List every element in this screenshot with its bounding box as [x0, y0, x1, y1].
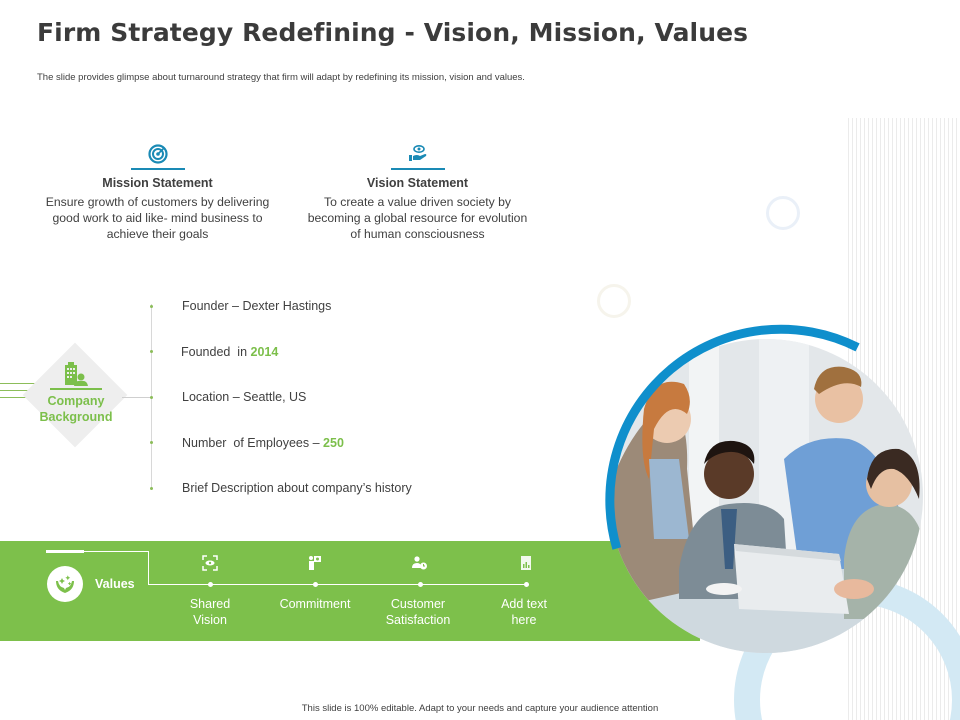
- bullet-dot: [150, 441, 153, 444]
- company-background-lines: [0, 383, 40, 404]
- fact-text: Founded in: [181, 345, 251, 359]
- fact-highlight: 2014: [250, 345, 279, 359]
- user-clock-icon: [412, 556, 427, 570]
- timeline-dot: [208, 582, 213, 587]
- decorative-ring-beige: [597, 284, 631, 318]
- fact-text: Number of Employees –: [182, 436, 324, 450]
- value-shared-vision: Shared Vision: [160, 596, 260, 628]
- value-label-line: here: [511, 613, 537, 627]
- company-fact-employees: Number of Employees – 250: [182, 436, 344, 450]
- label-line: Background: [39, 410, 113, 424]
- value-label-line: Add text: [501, 597, 547, 611]
- value-customer-satisfaction: Customer Satisfaction: [368, 596, 468, 628]
- values-accent-bar: [46, 550, 84, 553]
- value-commitment: Commitment: [265, 596, 365, 612]
- value-label-line: Shared: [189, 597, 231, 611]
- fact-text: Founder – Dexter Hastings: [182, 299, 332, 313]
- blue-accent-arc: [605, 324, 860, 550]
- vision-line: becoming a global resource for evolution: [307, 211, 528, 225]
- decorative-ring-blue: [766, 196, 800, 230]
- value-label-line: Commitment: [279, 597, 351, 611]
- mission-statement-card: Mission Statement Ensure growth of custo…: [35, 143, 280, 242]
- document-chart-icon: [521, 556, 531, 570]
- value-add-text: Add text here: [474, 596, 574, 628]
- value-label-line: Satisfaction: [385, 613, 451, 627]
- eye-scan-icon: [202, 555, 218, 571]
- bullet-dot: [150, 487, 153, 490]
- connector-line: [122, 397, 152, 398]
- vision-underline: [390, 168, 445, 170]
- fact-text: Brief Description about company’s histor…: [182, 481, 412, 495]
- vision-line: of human consciousness: [350, 227, 485, 241]
- footer-note: This slide is 100% editable. Adapt to yo…: [301, 703, 659, 714]
- building-person-icon: [65, 362, 88, 386]
- timeline-dot: [313, 582, 318, 587]
- company-fact-founder: Founder – Dexter Hastings: [182, 299, 331, 313]
- timeline-dot: [524, 582, 529, 587]
- company-fact-founded: Founded in 2014: [181, 345, 278, 359]
- page-subtitle: The slide provides glimpse about turnaro…: [37, 72, 525, 83]
- target-icon: [147, 144, 168, 164]
- vision-line: To create a value driven society by: [324, 195, 511, 209]
- eye-hand-icon: [408, 144, 426, 161]
- team-photo: [609, 339, 923, 653]
- mission-body: Ensure growth of customers by delivering…: [35, 194, 280, 242]
- bullet-dot: [150, 305, 153, 308]
- vision-statement-card: Vision Statement To create a value drive…: [295, 143, 540, 242]
- team-meeting-image: [609, 339, 923, 653]
- fact-highlight: 250: [323, 436, 344, 450]
- value-label-line: Vision: [193, 613, 227, 627]
- page-title: Firm Strategy Redefining - Vision, Missi…: [37, 18, 749, 47]
- fact-text: Location – Seattle, US: [182, 390, 307, 404]
- company-fact-location: Location – Seattle, US: [182, 390, 306, 404]
- timeline-dot: [418, 582, 423, 587]
- company-background-underline: [50, 388, 102, 390]
- bullet-dot: [150, 396, 153, 399]
- vision-heading: Vision Statement: [366, 176, 469, 190]
- values-timeline: [149, 584, 527, 585]
- mission-underline: [130, 168, 185, 170]
- value-label-line: Customer: [390, 597, 446, 611]
- company-fact-description: Brief Description about company’s histor…: [182, 481, 412, 495]
- mission-line: good work to aid like- mind business to: [52, 211, 263, 225]
- hands-sparkle-icon: [56, 575, 74, 593]
- mission-line: achieve their goals: [106, 227, 209, 241]
- values-band: [0, 541, 700, 641]
- vision-body: To create a value driven society by beco…: [295, 194, 540, 242]
- bullet-dot: [150, 350, 153, 353]
- label-line: Company: [47, 394, 105, 408]
- mission-heading: Mission Statement: [102, 176, 213, 190]
- values-connector: [84, 551, 149, 585]
- values-label: Values: [95, 577, 135, 591]
- person-presenting-icon: [309, 556, 321, 570]
- values-icon-circle: [47, 566, 83, 602]
- company-background-label: Company Background: [30, 393, 122, 425]
- mission-line: Ensure growth of customers by delivering: [45, 195, 270, 209]
